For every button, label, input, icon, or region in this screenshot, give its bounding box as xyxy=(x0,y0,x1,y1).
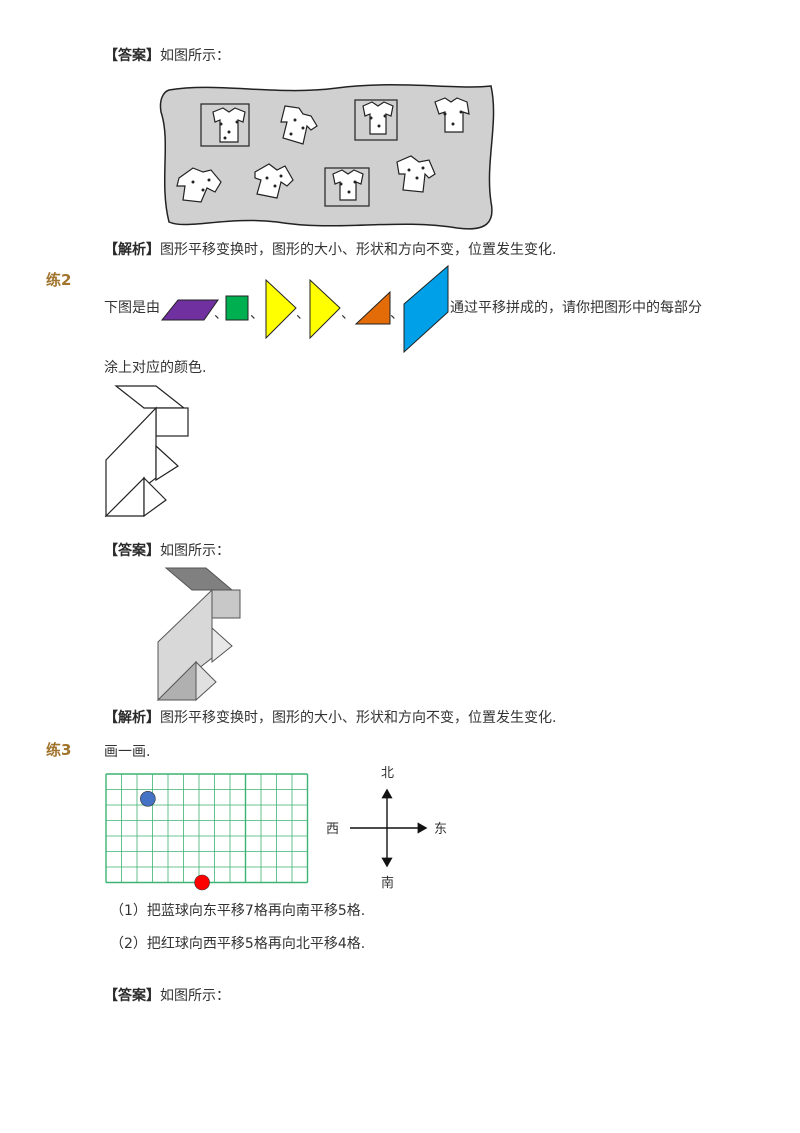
answer-tag: 【答案】 xyxy=(104,988,160,1004)
exercise-2-label: 练2 xyxy=(46,271,72,289)
east-label: 东 xyxy=(434,822,448,837)
shirt-icon-4 xyxy=(434,97,470,133)
shirt-frame-1 xyxy=(200,103,250,147)
analysis-text: 图形平移变换时，图形的大小、形状和方向不变，位置发生变化. xyxy=(160,242,557,258)
red-ball xyxy=(194,874,210,891)
foot-triangle-filled xyxy=(195,660,217,702)
ear-parallelogram-filled xyxy=(164,567,234,591)
ex2-intro: 下图是由 xyxy=(104,300,160,316)
yellow-triangle-2 xyxy=(309,278,341,340)
west-label: 西 xyxy=(326,822,340,837)
analysis-tag: 【解析】 xyxy=(104,710,160,726)
separator-3: 、 xyxy=(296,306,310,322)
shirt-icon-5 xyxy=(176,167,222,203)
leg-triangle-filled xyxy=(211,626,233,664)
foot-triangle xyxy=(143,476,167,518)
shirt-icon-3 xyxy=(362,101,394,135)
leg-triangle xyxy=(155,444,179,482)
shirt-icon-6 xyxy=(254,163,294,199)
answer-text: 如图所示： xyxy=(160,988,230,1004)
analysis-line-2: 【解析】图形平移变换时，图形的大小、形状和方向不变，位置发生变化. xyxy=(104,708,556,728)
separator-1: 、 xyxy=(214,306,228,322)
ear-parallelogram xyxy=(114,385,186,409)
purple-parallelogram xyxy=(160,299,219,321)
shirt-row-1 xyxy=(200,97,470,147)
ex2-line2: 涂上对应的颜色. xyxy=(104,360,207,376)
north-label: 北 xyxy=(381,766,395,781)
analysis-line-1: 【解析】图形平移变换时，图形的大小、形状和方向不变，位置发生变化. xyxy=(104,240,556,260)
separator-4: 、 xyxy=(341,306,355,322)
yellow-triangle-1 xyxy=(265,278,297,340)
separator-2: 、 xyxy=(250,306,264,322)
answer-tag: 【答案】 xyxy=(104,543,160,559)
blue-ball xyxy=(140,790,156,807)
answer-label-2: 【答案】如图所示： xyxy=(104,541,230,561)
shirt-frame-2 xyxy=(354,99,398,141)
grid-board xyxy=(105,773,309,891)
exercise-3-label: 练3 xyxy=(46,741,72,759)
analysis-text: 图形平移变换时，图形的大小、形状和方向不变，位置发生变化. xyxy=(160,710,557,726)
answer-text: 如图所示： xyxy=(160,48,230,64)
piece-shapes xyxy=(160,264,449,354)
blue-parallelogram xyxy=(403,264,449,354)
ex3-title: 画一画. xyxy=(104,744,151,760)
head-square xyxy=(155,407,189,437)
shirts-figure xyxy=(159,84,495,230)
compass xyxy=(350,788,428,868)
answer-tag: 【答案】 xyxy=(104,48,160,64)
shirt-frame-3 xyxy=(324,167,370,207)
head-square-filled xyxy=(211,589,241,619)
ex2-tail: 通过平移拼成的，请你把图形中的每部分 xyxy=(450,300,702,316)
shirt-icon-7 xyxy=(332,169,364,201)
analysis-tag: 【解析】 xyxy=(104,242,160,258)
shirt-icon-8 xyxy=(396,155,436,193)
rabbit-outline xyxy=(104,385,189,518)
answer-label-3: 【答案】如图所示： xyxy=(104,986,230,1006)
separator-5: 、 xyxy=(390,306,404,322)
question-2: （2）把红球向西平移5格再向北平移4格. xyxy=(110,936,366,952)
south-label: 南 xyxy=(381,876,395,891)
answer-label-1: 【答案】如图所示： xyxy=(104,46,230,66)
shirt-dots xyxy=(191,110,463,194)
answer-text: 如图所示： xyxy=(160,543,230,559)
question-1: （1）把蓝球向东平移7格再向南平移5格. xyxy=(110,903,366,919)
orange-triangle xyxy=(354,290,391,325)
rabbit-answer xyxy=(156,567,241,702)
shirt-icon-1 xyxy=(212,107,246,143)
green-square xyxy=(225,295,249,321)
shirt-row-2 xyxy=(176,155,436,207)
